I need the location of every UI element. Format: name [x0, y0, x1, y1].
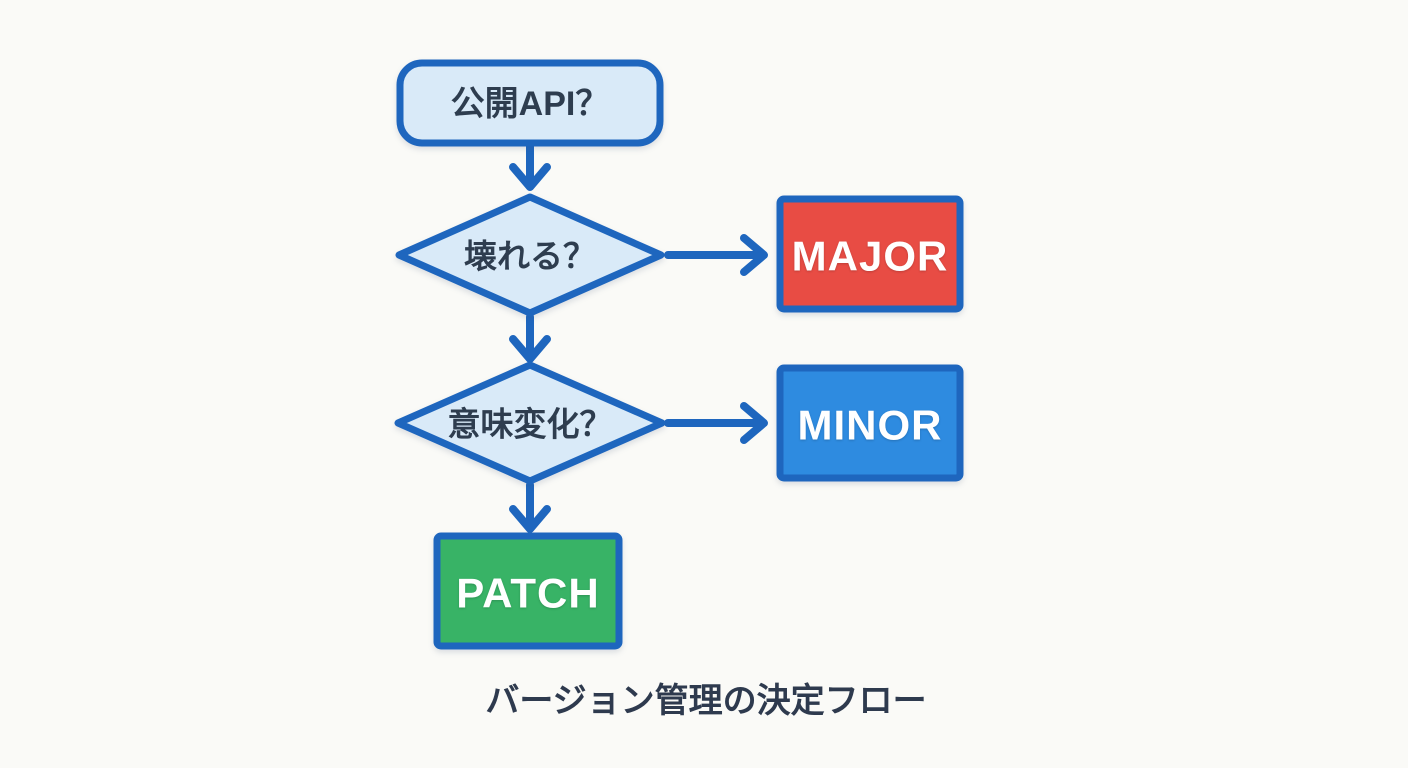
node-start: 公開API？	[396, 59, 664, 147]
node-outcome-major-shape	[776, 195, 964, 313]
arrow-breaking-to-semantic	[509, 313, 551, 363]
node-decision-breaking-label: 壊れる？	[464, 238, 596, 275]
node-decision-semantic: 意味変化？	[394, 361, 666, 485]
node-start-shape	[396, 59, 664, 147]
arrow-start-to-breaking	[509, 141, 551, 191]
diagram-caption: バージョン管理の決定フロー	[485, 682, 926, 720]
node-outcome-patch-shape	[433, 532, 623, 650]
node-start-label: 公開API？	[451, 85, 610, 123]
node-outcome-minor-shape	[776, 364, 964, 482]
node-decision-breaking: 壊れる？	[395, 193, 665, 317]
node-decision-breaking-shape	[395, 193, 665, 317]
node-outcome-major-label: MAJOR	[792, 233, 949, 280]
node-outcome-patch-label: PATCH	[456, 570, 599, 617]
node-decision-semantic-label: 意味変化？	[448, 406, 613, 443]
node-outcome-patch: PATCH	[433, 532, 623, 650]
arrow-semantic-to-patch	[509, 481, 551, 533]
arrow-semantic-to-minor	[664, 402, 768, 444]
flow-connectors	[509, 141, 768, 533]
node-decision-semantic-shape	[394, 361, 666, 485]
arrow-breaking-to-major	[664, 234, 768, 276]
node-outcome-minor: MINOR	[776, 364, 964, 482]
node-outcome-major: MAJOR	[776, 195, 964, 313]
node-outcome-minor-label: MINOR	[798, 402, 943, 449]
